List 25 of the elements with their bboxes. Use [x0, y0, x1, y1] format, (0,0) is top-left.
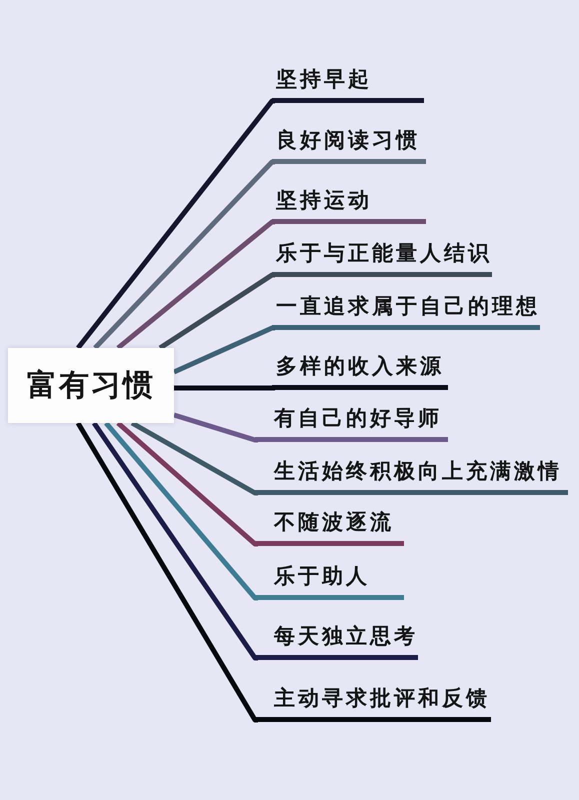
habit-label: 有自己的好导师 — [255, 404, 448, 442]
habit-label: 每天独立思考 — [255, 622, 418, 660]
habit-label: 良好阅读习惯 — [272, 126, 426, 164]
topic-box: 富有习惯 — [8, 348, 174, 423]
branch-line — [158, 272, 275, 350]
habit-label: 坚持早起 — [272, 66, 424, 102]
branch-line — [104, 421, 258, 600]
habit-label: 乐于与正能量人结识 — [272, 240, 492, 276]
habit-label: 主动寻求批评和反馈 — [255, 684, 491, 722]
branch-line — [173, 412, 258, 442]
habit-label: 生活始终积极向上充满激情 — [255, 458, 568, 494]
branch-line — [130, 420, 258, 496]
branch-line — [174, 386, 275, 390]
habit-label: 乐于助人 — [255, 562, 404, 600]
branch-line — [116, 421, 258, 546]
habit-label: 坚持运动 — [272, 186, 426, 224]
branch-line — [76, 98, 276, 350]
branch-line — [76, 422, 258, 722]
branch-line — [116, 220, 275, 350]
branch-line — [93, 160, 275, 350]
branch-line — [92, 422, 258, 660]
habit-label: 多样的收入来源 — [272, 352, 448, 390]
habit-label: 一直追求属于自己的理想 — [272, 292, 540, 330]
branch-line — [172, 326, 275, 374]
habit-label: 不随波逐流 — [255, 508, 404, 546]
